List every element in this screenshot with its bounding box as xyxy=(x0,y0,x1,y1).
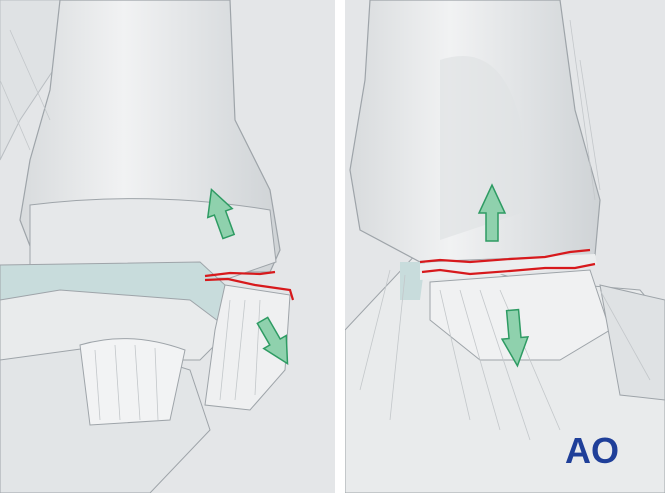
fracture-line-1 xyxy=(419,248,591,264)
fracture-line-2 xyxy=(204,277,295,301)
arrow-up-icon xyxy=(206,187,236,240)
arrow-down-icon xyxy=(256,316,289,366)
arrow-up-icon xyxy=(477,183,507,242)
epiphysis xyxy=(29,198,277,281)
arrow-down-icon xyxy=(500,308,530,368)
ao-logo: AO xyxy=(565,430,619,471)
ao-logo-text: AO xyxy=(565,430,619,471)
fracture-line-1 xyxy=(204,270,276,278)
cartilage xyxy=(400,262,425,300)
fibula-ligament xyxy=(204,284,291,411)
right-panel: AO xyxy=(345,0,665,493)
left-panel xyxy=(0,0,335,493)
fracture-line-2 xyxy=(421,262,596,276)
